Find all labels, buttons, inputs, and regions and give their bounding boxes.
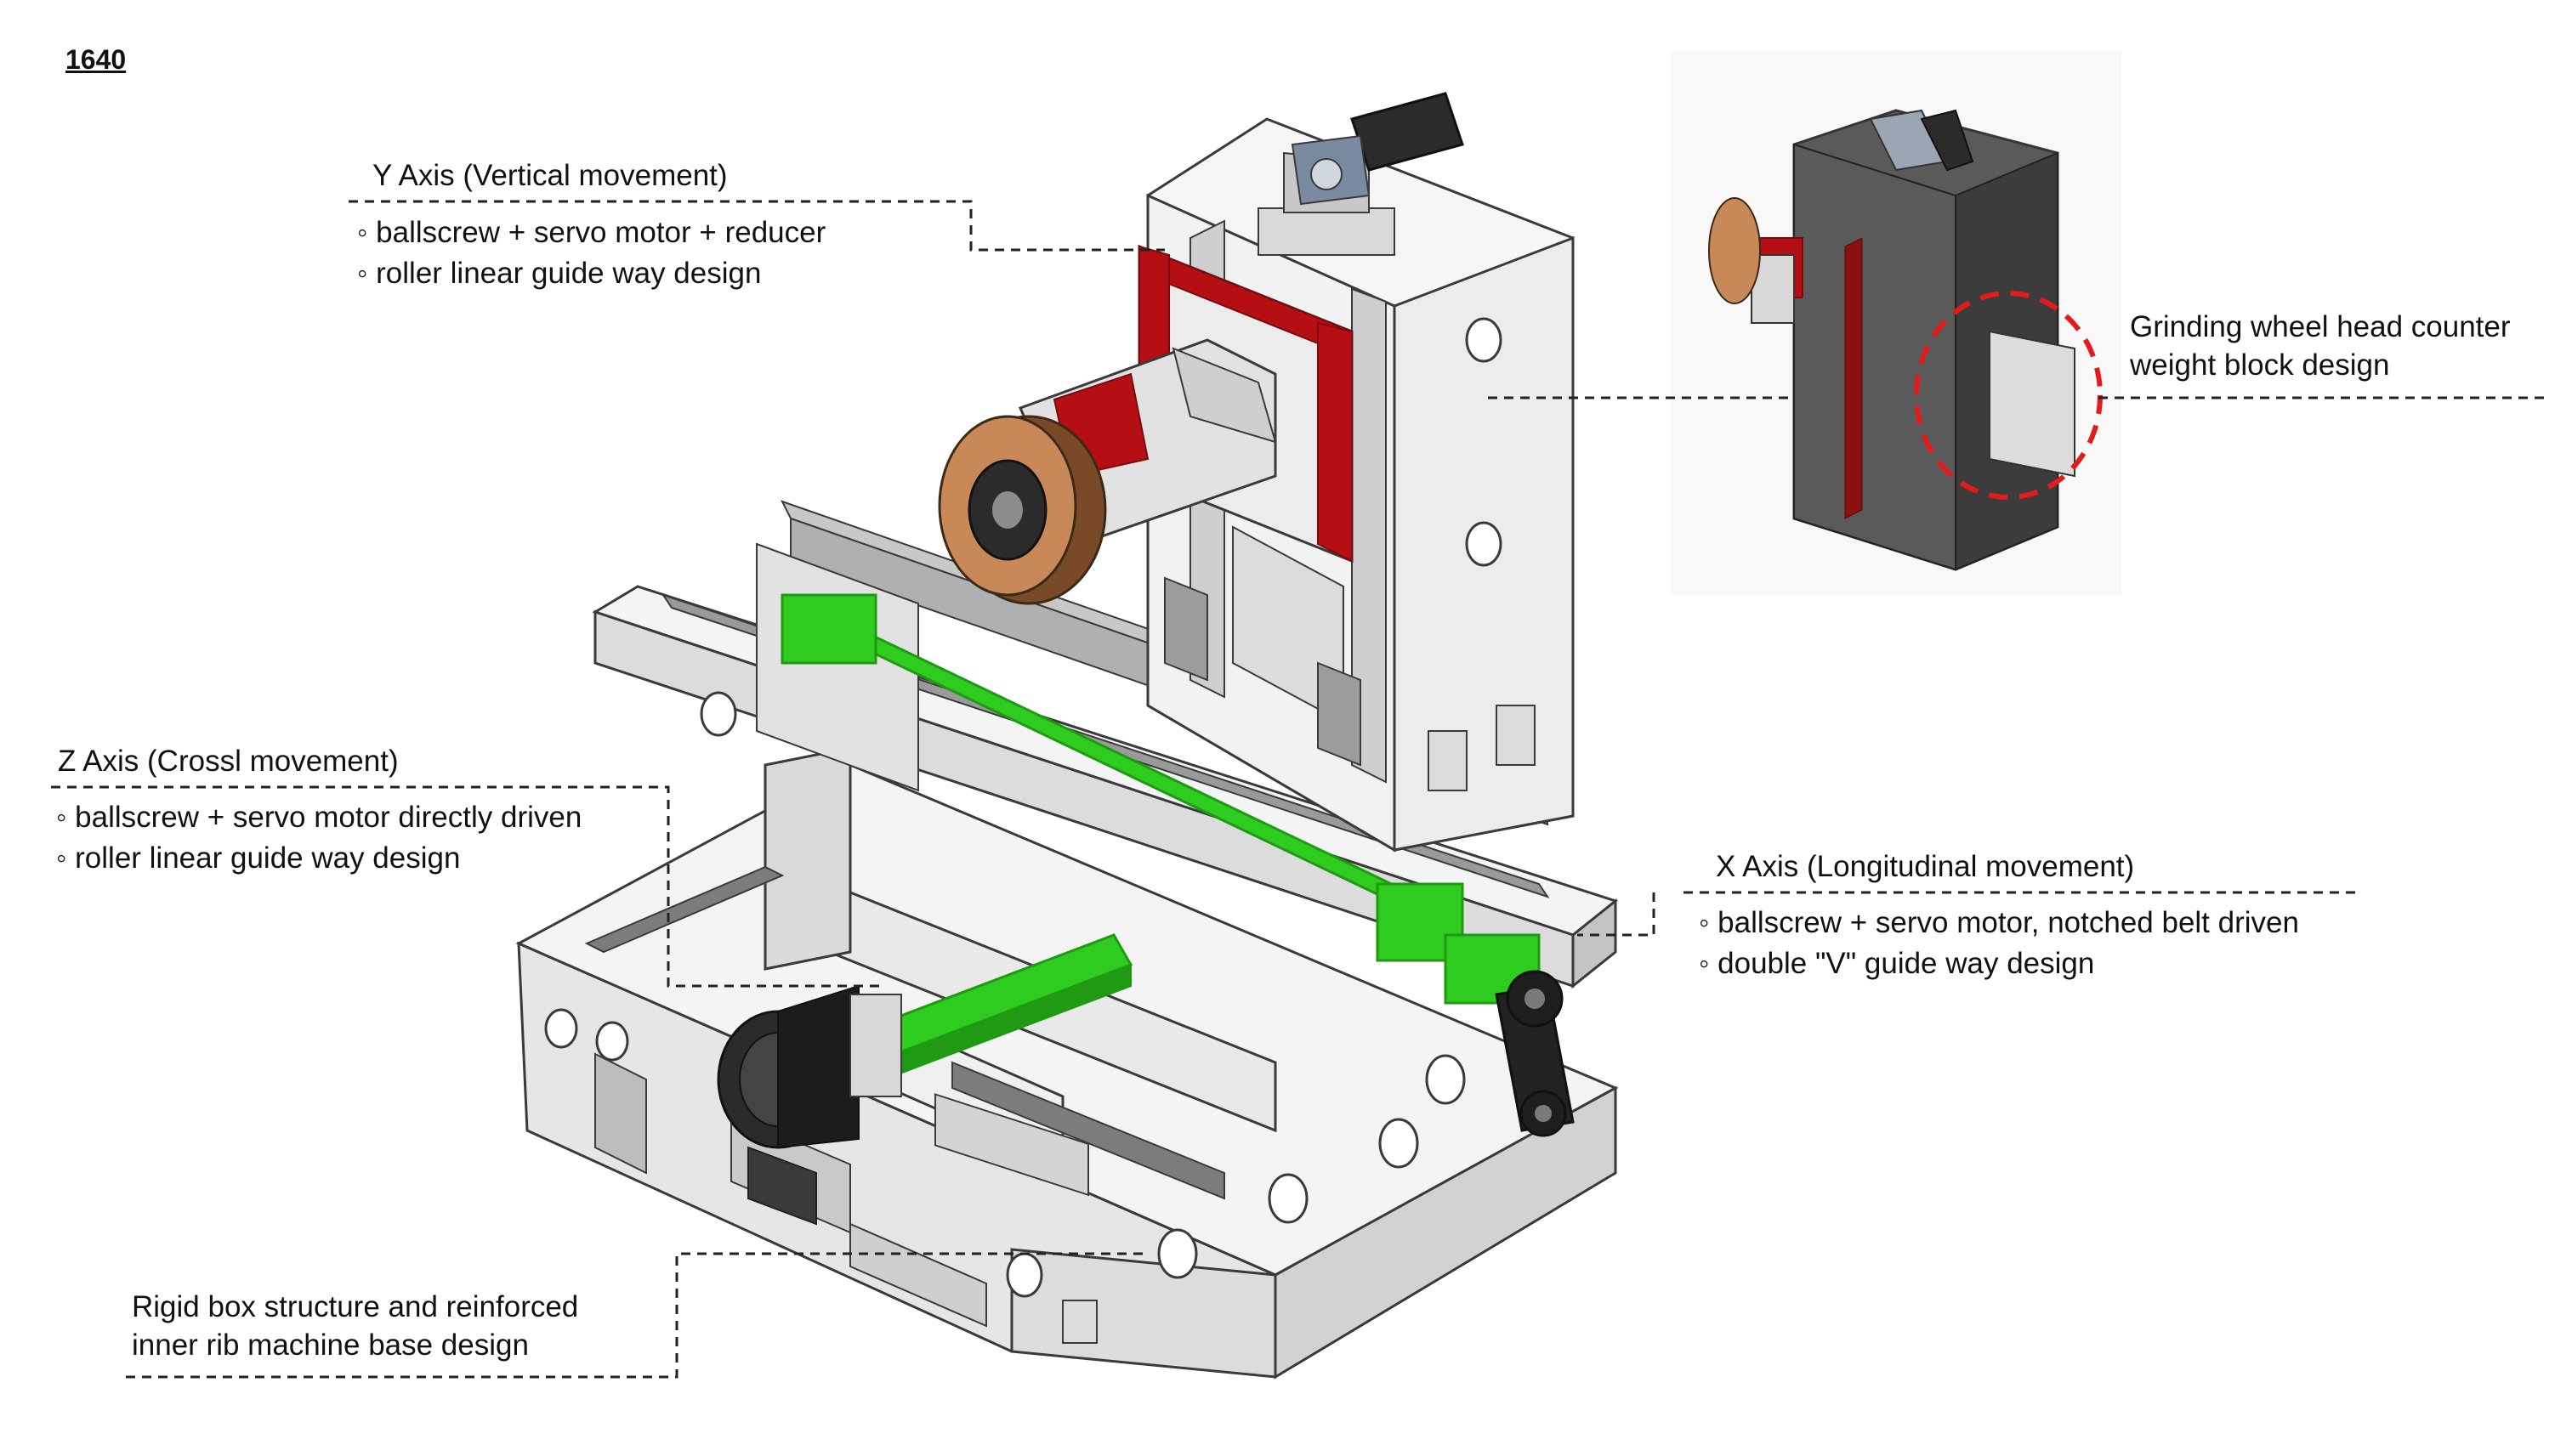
y-axis-callout: Y Axis (Vertical movement) xyxy=(372,156,728,196)
machine-column xyxy=(1146,117,1575,853)
y-axis-leader xyxy=(349,200,1165,252)
grinding-wheel-head xyxy=(1018,338,1277,546)
y-axis-servo-motor xyxy=(1291,92,1464,206)
x-axis-callout: X Axis (Longitudinal movement) xyxy=(1716,847,2134,887)
x-axis-bullet-2: double "V" guide way design xyxy=(1699,943,2299,984)
z-axis-bullet-2: roller linear guide way design xyxy=(56,838,582,879)
counterweight-text-line1: Grinding wheel head counter xyxy=(2130,310,2511,343)
base-text-line1: Rigid box structure and reinforced xyxy=(132,1290,579,1323)
base-text-line2: inner rib machine base design xyxy=(132,1329,529,1362)
counterweight-text-line2: weight block design xyxy=(2130,348,2390,382)
counterweight-inset-view xyxy=(1671,51,2121,595)
z-axis-bullets: ballscrew + servo motor directly driven … xyxy=(56,797,582,879)
counterweight-callout: Grinding wheel head counter weight block… xyxy=(2130,308,2511,384)
y-axis-title: Y Axis (Vertical movement) xyxy=(372,159,728,192)
x-axis-belt-drive xyxy=(1495,970,1575,1137)
grinding-wheel xyxy=(938,415,1107,605)
counterweight-highlight-circle xyxy=(1914,291,2103,500)
y-axis-bullets: ballscrew + servo motor + reducer roller… xyxy=(357,212,826,294)
x-axis-title: X Axis (Longitudinal movement) xyxy=(1716,850,2135,883)
z-axis-ballscrew xyxy=(865,933,1133,1081)
z-axis-callout: Z Axis (Crossl movement) xyxy=(58,741,399,782)
base-callout: Rigid box structure and reinforced inner… xyxy=(132,1288,578,1364)
z-axis-title: Z Axis (Crossl movement) xyxy=(58,745,399,778)
base-leader xyxy=(126,1252,1144,1379)
z-axis-bullet-1: ballscrew + servo motor directly driven xyxy=(56,797,582,838)
model-number-label: 1640 xyxy=(65,44,127,75)
y-axis-bullet-2: roller linear guide way design xyxy=(357,253,826,294)
x-axis-bullets: ballscrew + servo motor, notched belt dr… xyxy=(1699,903,2299,984)
z-axis-leader xyxy=(51,785,884,988)
x-axis-bullet-1: ballscrew + servo motor, notched belt dr… xyxy=(1699,903,2299,943)
z-axis-servo-motor xyxy=(717,984,902,1149)
y-axis-bullet-1: ballscrew + servo motor + reducer xyxy=(357,212,826,253)
